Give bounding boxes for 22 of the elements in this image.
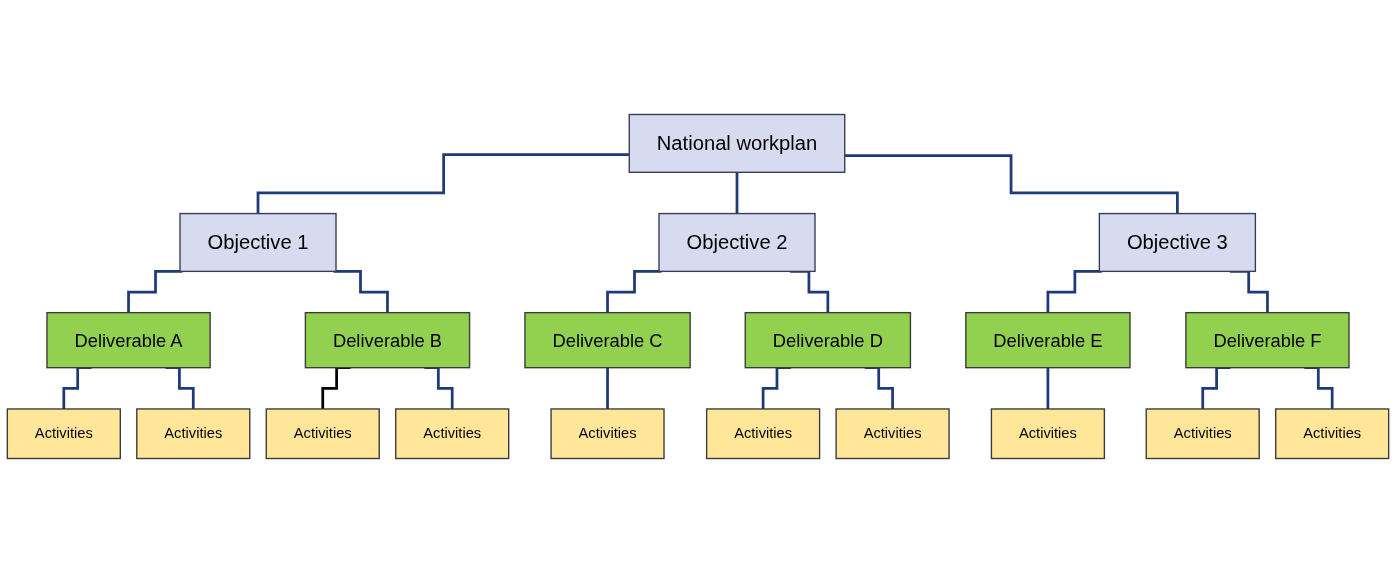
node-box: Activities xyxy=(395,408,510,460)
node-box: Activities xyxy=(136,408,251,460)
node-box: Deliverable C xyxy=(524,311,691,369)
node-box: Deliverable F xyxy=(1185,311,1350,369)
node-box: Deliverable D xyxy=(744,311,912,369)
node-box: Objective 1 xyxy=(179,212,337,273)
node-box: Objective 2 xyxy=(658,212,816,273)
node-box: Activities xyxy=(835,408,950,460)
node-box: Activities xyxy=(6,408,121,460)
node-box: Activities xyxy=(990,408,1106,460)
node-box: Activities xyxy=(550,408,665,460)
node-box: Objective 3 xyxy=(1098,212,1257,273)
node-box: Activities xyxy=(1145,408,1260,460)
node-box: Deliverable A xyxy=(46,311,211,369)
node-box: Activities xyxy=(705,408,821,460)
node-box: Deliverable B xyxy=(304,311,471,369)
node-box: Activities xyxy=(265,408,380,460)
connector xyxy=(256,153,630,215)
node-box: Activities xyxy=(1275,408,1390,460)
node-box: National workplan xyxy=(628,113,846,173)
node-box: Deliverable E xyxy=(965,311,1131,369)
connector xyxy=(844,154,1179,215)
